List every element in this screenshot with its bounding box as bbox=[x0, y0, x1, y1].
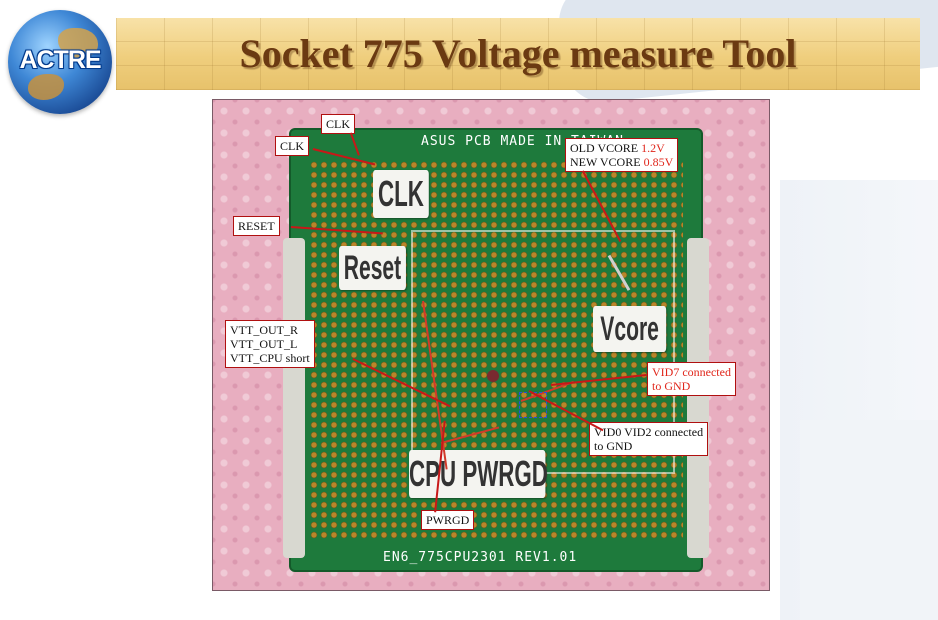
reset-label-card: Reset bbox=[339, 246, 406, 290]
vcore-callout: OLD VCORE 1.2V NEW VCORE 0.85V bbox=[565, 138, 679, 172]
right-rail bbox=[687, 238, 709, 558]
center-via bbox=[487, 370, 499, 382]
silkscreen-bottom: EN6_775CPU2301 REV1.01 bbox=[383, 550, 578, 565]
old-vcore-label: OLD VCORE bbox=[570, 141, 642, 155]
cpu-pwrgd-label-card: CPU PWRGD bbox=[409, 450, 548, 498]
vid7-line2: to GND bbox=[652, 379, 691, 393]
vtt-out-l: VTT_OUT_L bbox=[230, 337, 298, 351]
left-rail bbox=[283, 238, 305, 558]
vid02-line1: VID0 VID2 connected bbox=[594, 425, 704, 439]
new-vcore-value: 0.85V bbox=[643, 155, 674, 169]
clk-top-callout: CLK bbox=[321, 114, 355, 134]
vtt-out-r: VTT_OUT_R bbox=[230, 323, 298, 337]
vid7-line1: VID7 connected bbox=[652, 365, 731, 379]
reset-callout: RESET bbox=[233, 216, 280, 236]
background-panel bbox=[800, 420, 938, 620]
actre-globe-logo: ACTRE bbox=[8, 10, 112, 114]
old-vcore-value: 1.2V bbox=[641, 141, 665, 155]
clk-left-callout: CLK bbox=[275, 136, 309, 156]
vid02-line2: to GND bbox=[594, 439, 633, 453]
board-photo: ASUS PCB MADE IN TAIWAN EN6_775CPU2301 R… bbox=[212, 99, 770, 591]
clk-label-card: CLK bbox=[373, 170, 429, 218]
logo-text: ACTRE bbox=[19, 46, 101, 74]
new-vcore-label: NEW VCORE bbox=[570, 155, 644, 169]
pwrgd-callout: PWRGD bbox=[421, 510, 475, 530]
slide-title: Socket 775 Voltage measure Tool bbox=[239, 31, 797, 76]
vcore-label-card: Vcore bbox=[593, 306, 667, 352]
vtt-callout: VTT_OUT_R VTT_OUT_L VTT_CPU short bbox=[225, 320, 315, 368]
socket-775-test-board: ASUS PCB MADE IN TAIWAN EN6_775CPU2301 R… bbox=[283, 130, 709, 570]
vid02-callout: VID0 VID2 connected to GND bbox=[589, 422, 709, 456]
vtt-cpu-short: VTT_CPU short bbox=[230, 351, 310, 365]
vid7-callout: VID7 connected to GND bbox=[647, 362, 736, 396]
vid-jumper-box bbox=[519, 392, 547, 418]
title-banner: Socket 775 Voltage measure Tool bbox=[116, 18, 920, 90]
